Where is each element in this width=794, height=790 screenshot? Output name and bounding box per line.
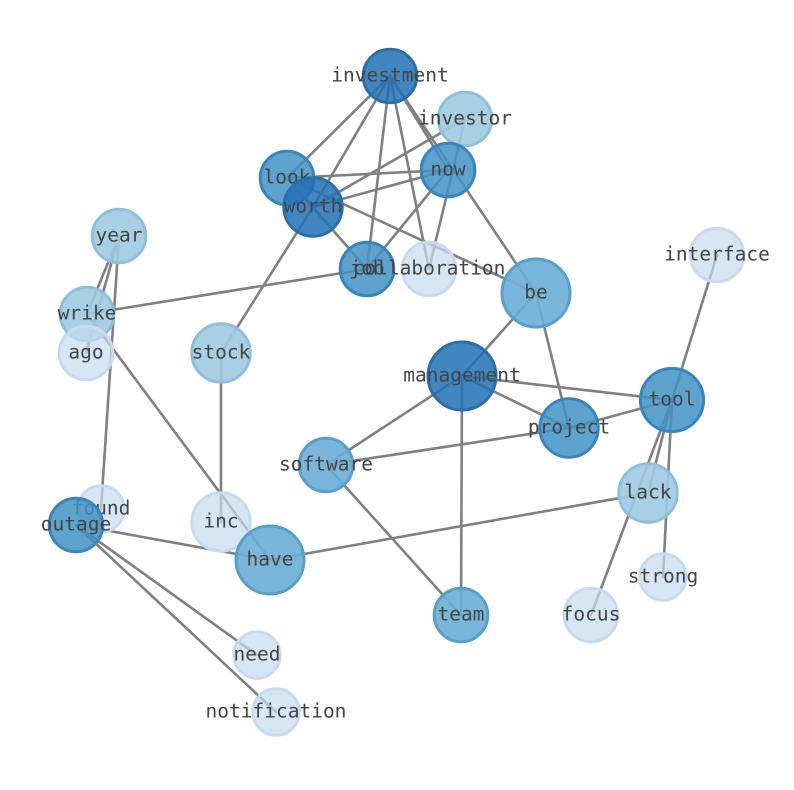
node-label-project: project	[528, 416, 610, 439]
node-circle-notification[interactable]	[251, 687, 301, 737]
node-investment[interactable]: investment	[331, 47, 449, 105]
node-label-outage: outage	[41, 513, 111, 536]
node-label-focus: focus	[562, 603, 621, 626]
node-ago[interactable]: ago	[57, 324, 115, 382]
node-tool[interactable]: tool	[638, 366, 706, 434]
node-label-have: have	[247, 548, 294, 571]
node-year[interactable]: year	[90, 207, 148, 265]
node-strong[interactable]: strong	[628, 552, 698, 602]
node-label-worth: worth	[284, 195, 343, 218]
node-label-tool: tool	[649, 388, 696, 411]
node-circle-worth[interactable]	[282, 176, 344, 238]
edges-layer	[74, 74, 719, 714]
node-management[interactable]: management	[403, 340, 521, 412]
node-circle-job[interactable]	[338, 240, 396, 298]
node-be[interactable]: be	[500, 257, 572, 329]
edge-year-found	[99, 234, 121, 511]
node-label-lack: lack	[625, 481, 672, 504]
node-circle-investor[interactable]	[436, 90, 494, 148]
node-circle-interface[interactable]	[688, 226, 746, 284]
node-label-stock: stock	[192, 341, 251, 364]
node-label-investor: investor	[418, 107, 512, 130]
edge-project-software	[324, 426, 571, 467]
node-investor[interactable]: investor	[418, 90, 512, 148]
node-label-management: management	[403, 364, 520, 387]
node-circle-software[interactable]	[297, 436, 355, 494]
node-circle-inc[interactable]	[190, 491, 252, 553]
node-circle-tool[interactable]	[638, 366, 706, 434]
node-label-job: job	[349, 257, 384, 280]
edge-outage-need	[74, 523, 259, 657]
node-circle-need[interactable]	[232, 630, 282, 680]
node-label-investment: investment	[331, 64, 448, 87]
node-label-interface: interface	[664, 243, 770, 266]
node-label-strong: strong	[628, 565, 698, 588]
node-lack[interactable]: lack	[617, 462, 679, 524]
node-circle-collaboration[interactable]	[400, 240, 458, 298]
node-label-year: year	[96, 224, 143, 247]
node-label-now: now	[430, 158, 465, 181]
node-circle-be[interactable]	[500, 257, 572, 329]
node-collaboration[interactable]: collaboration	[353, 240, 506, 298]
node-label-team: team	[438, 603, 485, 626]
node-label-need: need	[234, 643, 281, 666]
node-circle-team[interactable]	[432, 586, 490, 644]
node-inc[interactable]: inc	[190, 491, 252, 553]
node-label-be: be	[524, 281, 547, 304]
node-team[interactable]: team	[432, 586, 490, 644]
node-circle-stock[interactable]	[190, 322, 252, 384]
node-label-inc: inc	[203, 510, 238, 533]
node-circle-have[interactable]	[234, 524, 306, 596]
node-circle-outage[interactable]	[47, 496, 105, 554]
node-circle-management[interactable]	[426, 340, 498, 412]
node-notification[interactable]: notification	[206, 687, 347, 737]
edge-outage-notification	[74, 523, 278, 714]
edge-lack-have	[268, 491, 650, 562]
node-label-notification: notification	[206, 700, 347, 723]
node-circle-focus[interactable]	[562, 586, 620, 644]
edge-management-team	[459, 374, 464, 617]
node-now[interactable]: now	[419, 141, 477, 199]
node-label-software: software	[279, 453, 373, 476]
node-stock[interactable]: stock	[190, 322, 252, 384]
node-label-collaboration: collaboration	[353, 257, 506, 280]
node-circle-investment[interactable]	[361, 47, 419, 105]
node-focus[interactable]: focus	[562, 586, 621, 644]
node-have[interactable]: have	[234, 524, 306, 596]
nodes-layer: investmentinvestornowlookworthyearinterf…	[41, 47, 770, 737]
node-label-wrike: wrike	[58, 302, 117, 325]
node-project[interactable]: project	[528, 397, 610, 459]
node-circle-strong[interactable]	[638, 552, 688, 602]
node-label-ago: ago	[68, 341, 103, 364]
node-software[interactable]: software	[279, 436, 373, 494]
node-interface[interactable]: interface	[664, 226, 770, 284]
node-circle-lack[interactable]	[617, 462, 679, 524]
edge-job-wrike	[85, 267, 369, 316]
node-circle-ago[interactable]	[57, 324, 115, 382]
node-circle-project[interactable]	[538, 397, 600, 459]
node-outage[interactable]: outage	[41, 496, 111, 554]
edge-software-team	[324, 463, 463, 617]
node-circle-now[interactable]	[419, 141, 477, 199]
node-worth[interactable]: worth	[282, 176, 344, 238]
node-need[interactable]: need	[232, 630, 282, 680]
node-circle-year[interactable]	[90, 207, 148, 265]
node-job[interactable]: job	[338, 240, 396, 298]
